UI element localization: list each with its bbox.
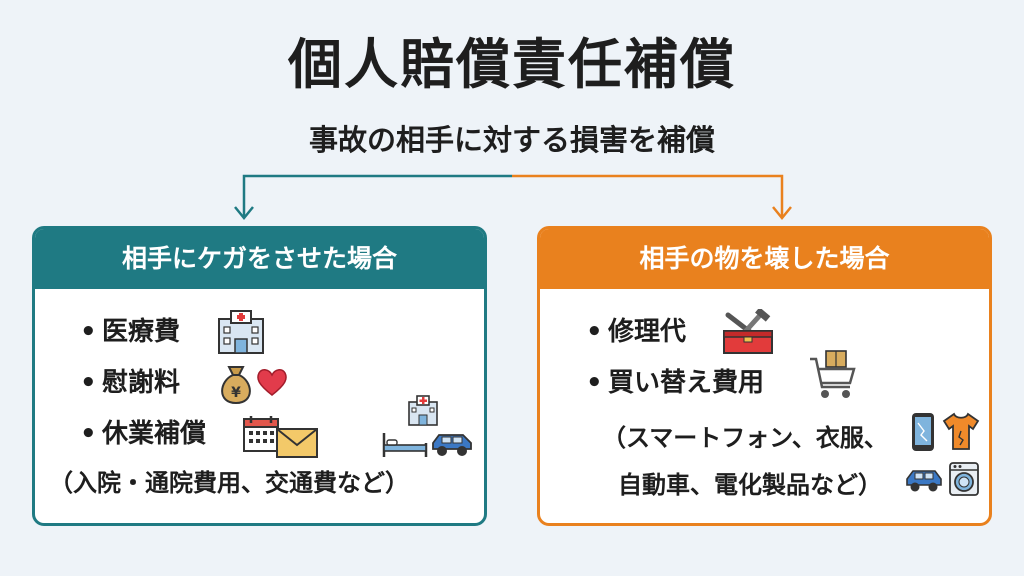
left-branch-line [242, 174, 512, 216]
hospital-icon [408, 395, 438, 426]
diagram-title: 個人賠償責任補償 [288, 33, 736, 96]
item-lost-wages: 休業補償 [102, 419, 207, 449]
list-item: •休業補償 [80, 419, 207, 449]
list-item: •慰謝料 [80, 368, 181, 398]
money-bag-icon: ¥ [221, 366, 251, 405]
list-item: •修理代 [586, 317, 687, 347]
washing-machine-icon [949, 462, 979, 496]
list-item: •買い替え費用 [586, 368, 765, 398]
item-medical-cost: 医療費 [102, 317, 181, 347]
calendar-icon [243, 416, 279, 452]
smartphone-icon [912, 413, 934, 451]
toolbox-icon [723, 309, 773, 354]
injury-case-heading: 相手にケガをさせた場合 [35, 229, 484, 289]
diagram-subtitle: 事故の相手に対する損害を補償 [308, 123, 715, 157]
item-replacement-cost: 買い替え費用 [608, 368, 765, 398]
left-arrow-head [234, 206, 254, 220]
item-repair-cost: 修理代 [608, 317, 687, 347]
property-damage-heading: 相手の物を壊した場合 [540, 229, 989, 289]
right-arrow-head [772, 206, 792, 220]
list-item: •医療費 [80, 317, 181, 347]
heart-icon [257, 369, 287, 396]
right-branch-line [512, 174, 784, 216]
item-consolation-money: 慰謝料 [102, 368, 181, 398]
shirt-icon [942, 412, 980, 450]
injury-note: （入院・通院費用、交通費など） [49, 469, 409, 497]
car-icon [432, 434, 472, 456]
injury-case-box: 相手にケガをさせた場合 •医療費 •慰謝料 •休業補償 （入院・通院費用、交通費… [32, 226, 487, 526]
car-icon [906, 470, 942, 492]
hospital-icon [218, 310, 264, 354]
envelope-icon [276, 428, 318, 458]
property-note-line1: （スマートフォン、衣服、 [602, 424, 888, 452]
property-damage-box: 相手の物を壊した場合 •修理代 •買い替え費用 （スマートフォン、衣服、 自動車… [537, 226, 992, 526]
shopping-cart-icon [810, 350, 856, 398]
property-note-line2: 自動車、電化製品など） [618, 471, 882, 499]
hospital-bed-icon [382, 433, 428, 457]
svg-text:¥: ¥ [231, 385, 241, 401]
